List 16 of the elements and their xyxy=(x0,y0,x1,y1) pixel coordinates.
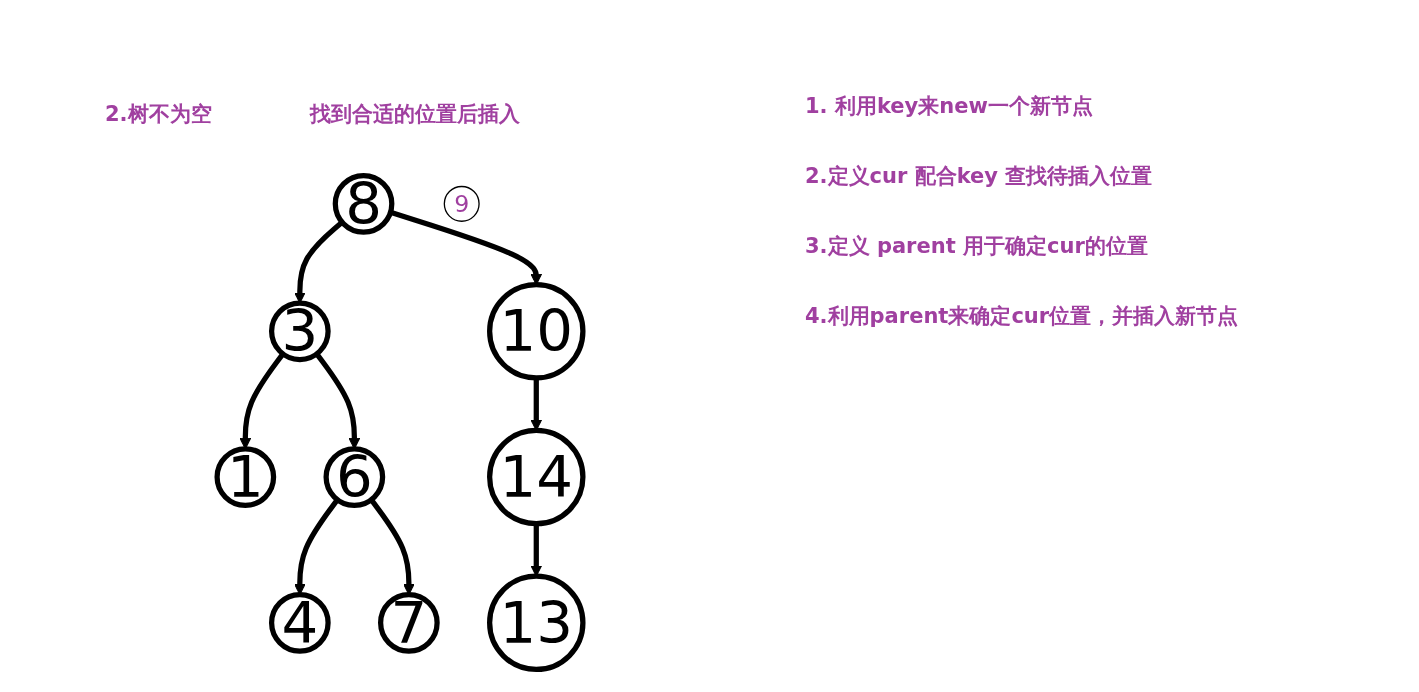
node-circle: 10 xyxy=(487,282,586,381)
node-circle: 14 xyxy=(487,427,586,527)
step-note: 4.利用parent来确定cur位置，并插入新节点 xyxy=(805,303,1240,330)
node-circle: 3 xyxy=(268,300,331,363)
step-note: 2.定义cur 配合key 查找待插入位置 xyxy=(805,163,1154,190)
node-circle: 1 xyxy=(214,446,277,508)
step-note: 3.定义 parent 用于确定cur的位置 xyxy=(805,233,1149,260)
heading-note: 2.树不为空 xyxy=(105,101,212,128)
node-circle: 4 xyxy=(268,592,331,654)
heading-note: 找到合适的位置后插入 xyxy=(310,101,520,128)
node-circle: 6 xyxy=(323,446,386,508)
node-circle: 9 xyxy=(443,185,480,222)
node-circle: 8 xyxy=(332,173,395,235)
node-circle: 7 xyxy=(378,592,440,654)
step-note: 1. 利用key来new一个新节点 xyxy=(805,93,1094,120)
node-circle: 13 xyxy=(487,573,586,673)
